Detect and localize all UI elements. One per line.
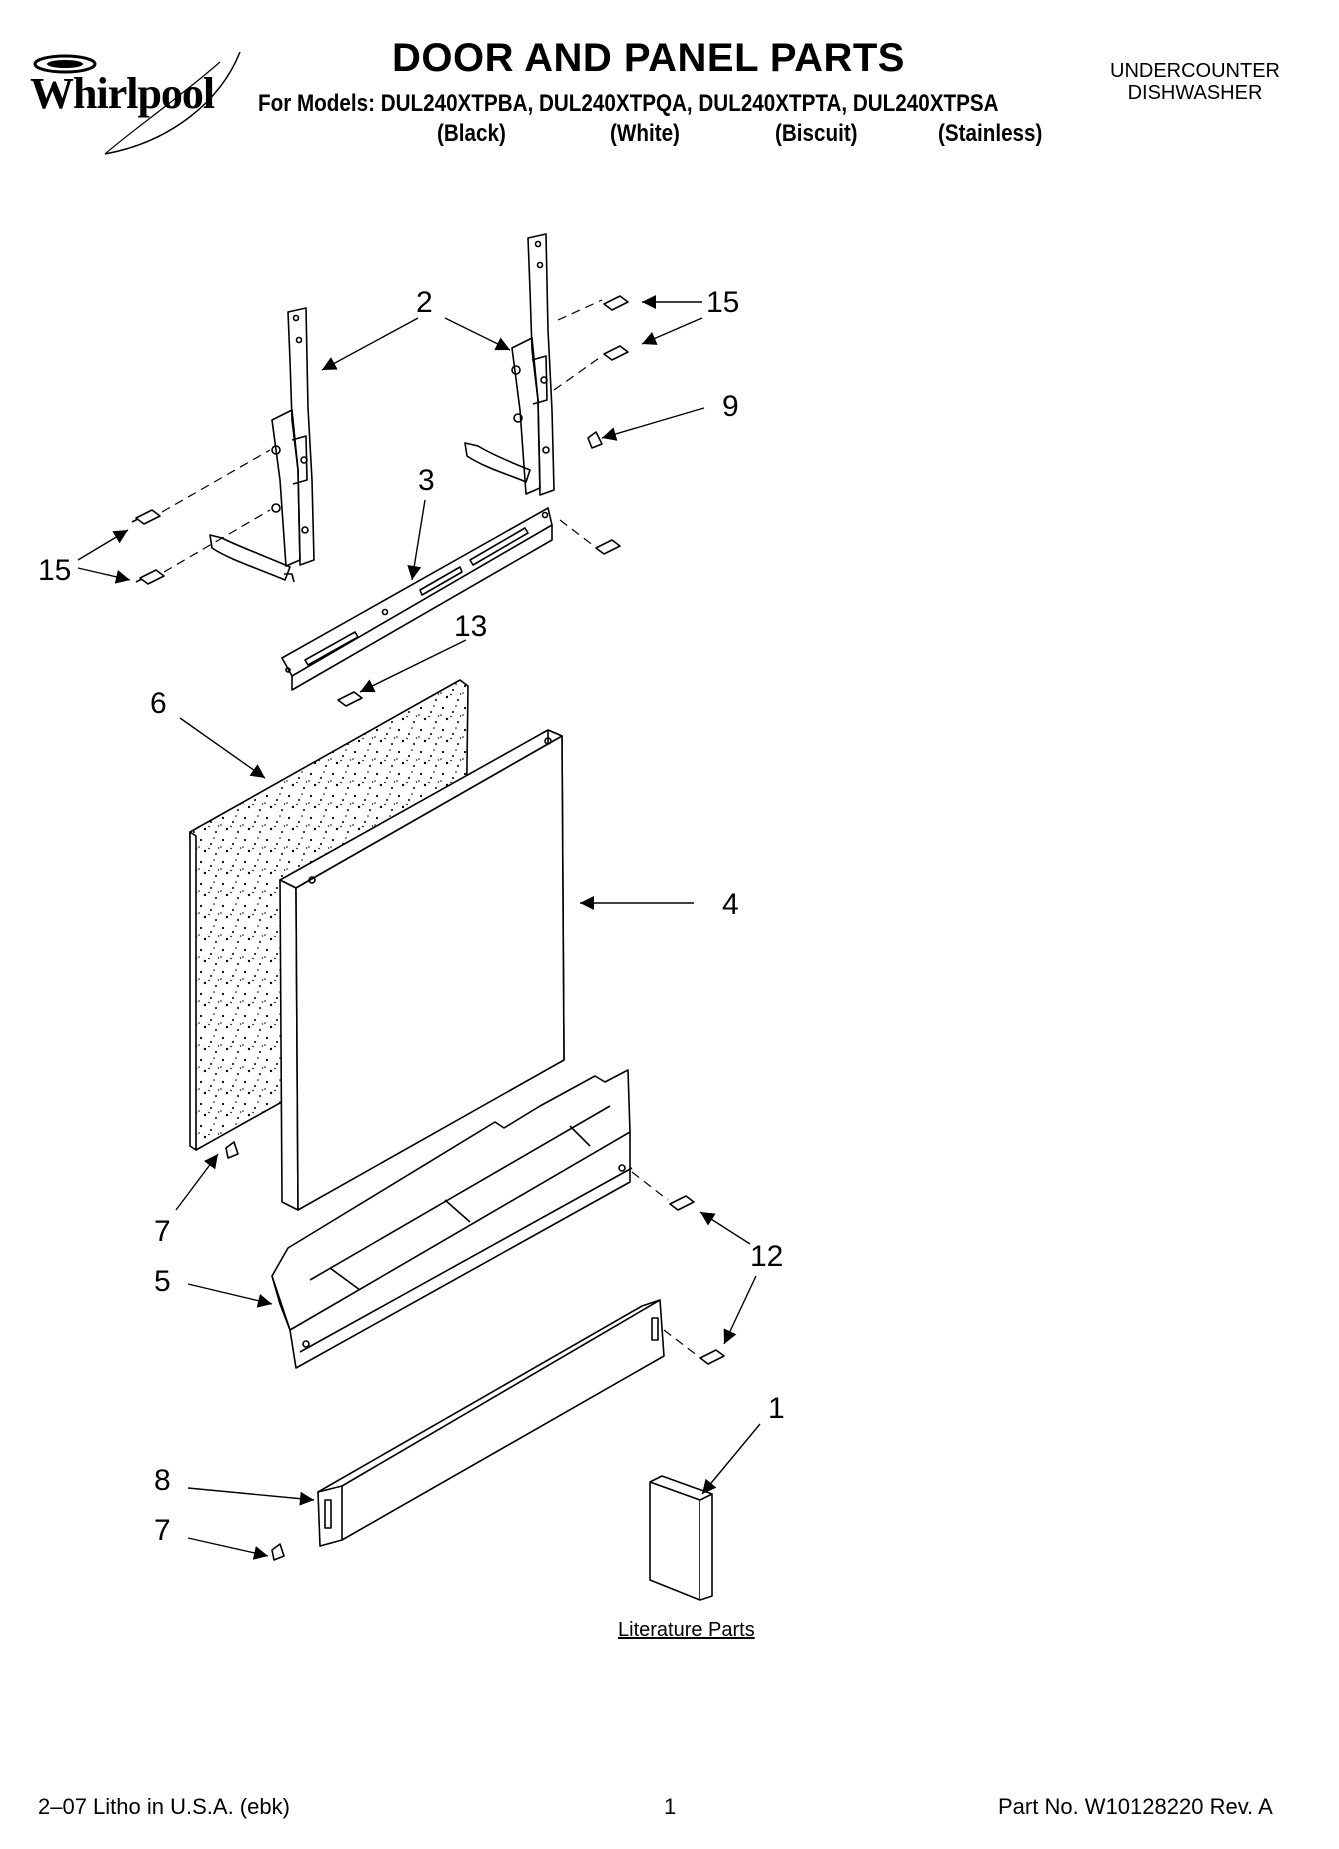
callout-2: 2 xyxy=(416,286,433,319)
part-5-lower-bracket xyxy=(271,1069,633,1369)
callout-12: 12 xyxy=(750,1240,784,1273)
models-line: For Models: DUL240XTPBA, DUL240XTPQA, DU… xyxy=(258,90,999,117)
callout-7-upper: 7 xyxy=(154,1215,171,1248)
page-title: DOOR AND PANEL PARTS xyxy=(392,36,905,80)
callout-6: 6 xyxy=(150,687,167,720)
color-label-stainless: (Stainless) xyxy=(938,120,1043,147)
screws xyxy=(131,295,725,1561)
callout-5: 5 xyxy=(154,1265,171,1298)
part-2-right-hinge xyxy=(464,233,555,496)
callout-3: 3 xyxy=(418,464,435,497)
color-label-white: (White) xyxy=(610,120,680,147)
callout-9: 9 xyxy=(722,390,739,423)
part-3-bracket xyxy=(281,507,553,691)
callout-13: 13 xyxy=(454,610,488,643)
literature-parts-label: Literature Parts xyxy=(618,1619,755,1641)
callout-8: 8 xyxy=(154,1464,171,1497)
leader-arrows xyxy=(77,295,761,1560)
product-type-line1: UNDERCOUNTER xyxy=(1110,60,1280,82)
brand-logo-text: Whirlpool xyxy=(30,69,215,118)
footer-part-number: Part No. W10128220 Rev. A xyxy=(998,1794,1273,1819)
callout-7-lower: 7 xyxy=(154,1514,171,1547)
footer-page-number: 1 xyxy=(664,1794,677,1819)
whirlpool-logo-swoosh xyxy=(33,52,241,155)
color-label-black: (Black) xyxy=(437,120,506,147)
assembly-lines xyxy=(161,299,699,1357)
callout-15-left: 15 xyxy=(38,554,72,587)
part-2-left-hinge xyxy=(209,307,315,583)
part-8-toe-panel xyxy=(317,1299,665,1547)
product-type-line2: DISHWASHER xyxy=(1127,82,1263,104)
part-1-literature xyxy=(649,1475,713,1601)
callout-4: 4 xyxy=(722,888,739,921)
part-4-door-panel xyxy=(279,729,565,1211)
callout-15-top: 15 xyxy=(706,286,740,319)
product-type: UNDERCOUNTER DISHWASHER xyxy=(1100,60,1290,104)
footer-litho: 2–07 Litho in U.S.A. (ebk) xyxy=(38,1794,290,1819)
callout-1: 1 xyxy=(768,1392,785,1425)
color-label-biscuit: (Biscuit) xyxy=(775,120,858,147)
